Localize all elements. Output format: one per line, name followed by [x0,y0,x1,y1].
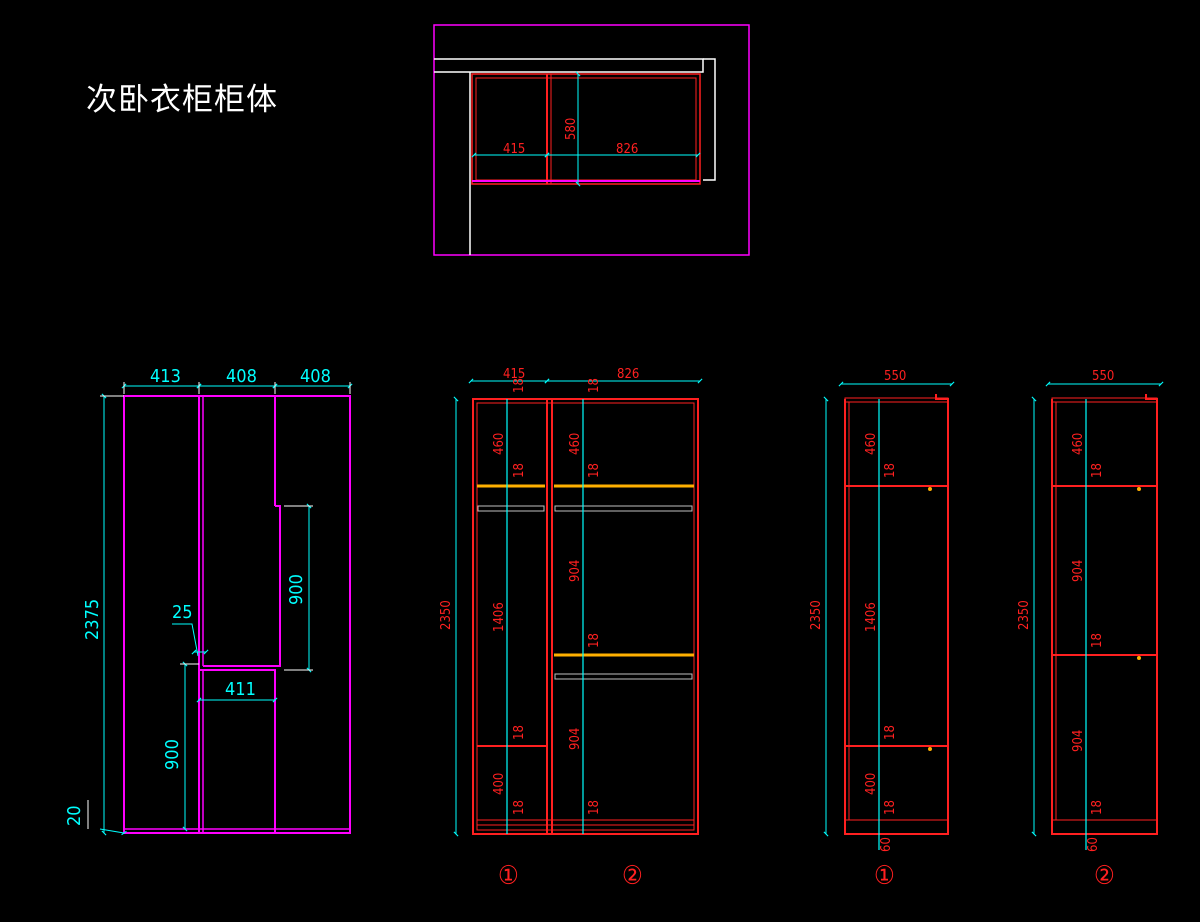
side2-dim-height: 2350 [1017,600,1032,630]
side1-label: ① [874,861,895,891]
side2-label: ② [1094,861,1115,891]
side2-seg: 904 [1071,560,1086,582]
side2-board: 18 [1090,463,1105,478]
elev-dim-height: 2375 [82,599,103,640]
plan-wall-right [703,58,716,181]
front-board: 18 [587,633,602,648]
side-view-1: 550 2350 460 1406 400 18 18 18 60 ① [809,369,955,891]
plan-dim-depth: 580 [564,118,579,140]
side2-base: 60 [1086,837,1101,852]
side2-dim-width: 550 [1092,369,1114,384]
front-hanging-rod [554,505,693,512]
front-left-seg: 460 [492,433,507,455]
side2-seg: 904 [1071,730,1086,752]
side1-board: 18 [883,463,898,478]
elev-dim-middle-width: 411 [225,679,256,700]
elev-dim-w2: 408 [226,366,257,387]
side2-board: 18 [1090,800,1105,815]
front-board: 18 [512,725,527,740]
front-outline [472,398,699,835]
front-right-seg: 460 [568,433,583,455]
elev-dim-base: 20 [64,805,85,826]
plan-wall-top [434,58,704,73]
front-hanging-rod [477,505,545,512]
elev-dim-notch: 25 [172,602,193,623]
side2-seg: 460 [1071,433,1086,455]
plan-view: 415 826 580 [433,24,750,256]
front-label-2: ② [622,861,643,891]
plan-dim-w2: 826 [616,142,638,157]
elev-outline [123,395,351,834]
plan-cabinet [471,73,701,185]
front-dim-w2: 826 [617,367,639,382]
drawing-title: 次卧衣柜柜体 [86,82,278,118]
side-view-2: 550 2350 460 904 904 18 18 18 60 ② [1017,369,1164,891]
front-dim-height: 2350 [439,600,454,630]
front-hanging-rod [554,673,693,680]
side1-dim-height: 2350 [809,600,824,630]
side1-board: 18 [883,725,898,740]
side2-board: 18 [1090,633,1105,648]
front-left-seg: 400 [492,773,507,795]
plan-dim-w1: 415 [503,142,525,157]
side1-seg: 1406 [864,602,879,632]
front-view: 415 826 2350 460 1406 400 18 18 18 18 46… [439,367,703,891]
elev-dim-upper-gap: 900 [286,574,307,605]
elevation-view: 413 408 408 2375 900 25 411 900 20 [64,366,353,836]
front-left-seg: 1406 [492,602,507,632]
side1-seg: 400 [864,773,879,795]
side1-board: 18 [883,800,898,815]
plan-frame [433,24,750,256]
front-board: 18 [512,378,527,393]
front-board: 18 [512,800,527,815]
side1-base: 60 [879,837,894,852]
elev-dim-w1: 413 [150,366,181,387]
elev-dim-w3: 408 [300,366,331,387]
front-right-seg: 904 [568,728,583,750]
front-board: 18 [587,378,602,393]
front-board: 18 [512,463,527,478]
front-board: 18 [587,463,602,478]
elev-dim-lower: 900 [162,739,183,770]
side1-seg: 460 [864,433,879,455]
front-label-1: ① [498,861,519,891]
front-board: 18 [587,800,602,815]
front-right-seg: 904 [568,560,583,582]
front-dim-w1: 415 [503,367,525,382]
side1-dim-width: 550 [884,369,906,384]
